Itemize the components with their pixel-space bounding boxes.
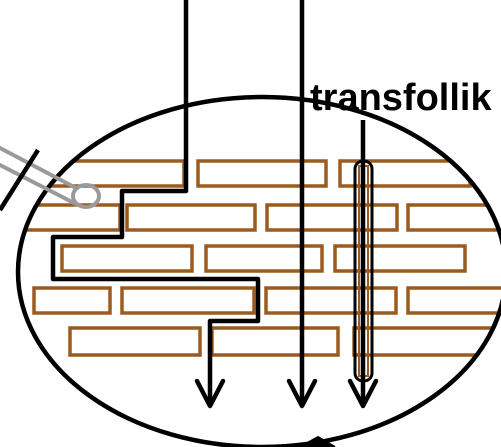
corneocyte xyxy=(204,244,324,273)
corneocyte xyxy=(406,286,501,315)
corneocyte xyxy=(264,286,398,315)
transcellular-arrowhead xyxy=(286,378,318,409)
corneocyte xyxy=(120,286,256,315)
corneocyte xyxy=(196,159,328,188)
corneocyte xyxy=(68,326,202,357)
corneocyte xyxy=(125,203,257,232)
corneocyte xyxy=(265,203,399,232)
stratum-corneum-bricks xyxy=(18,159,501,357)
corneocyte xyxy=(406,203,501,232)
corneocyte xyxy=(210,326,340,357)
applicator-loop-icon xyxy=(0,146,101,209)
intercellular-arrowhead xyxy=(194,378,226,409)
corneocyte xyxy=(60,244,194,273)
bottom-notch xyxy=(299,435,336,447)
corneocyte xyxy=(32,286,112,315)
left-boundary-line xyxy=(0,148,40,212)
magnification-circle xyxy=(15,94,501,447)
transfollicular-label: transfollik xyxy=(310,77,492,119)
intercellular-route xyxy=(50,0,261,404)
transfollicular-arrowhead xyxy=(347,378,379,409)
corneocyte xyxy=(333,244,467,273)
